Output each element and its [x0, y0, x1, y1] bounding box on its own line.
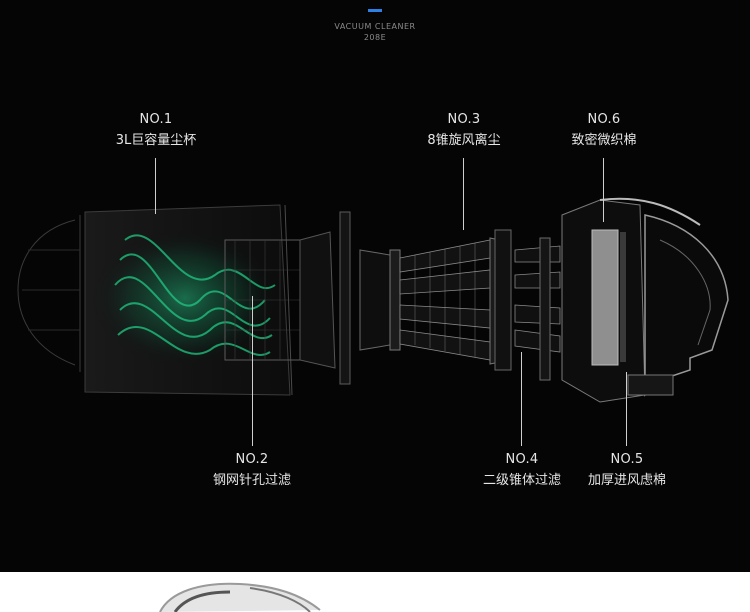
exploded-vacuum-illustration: [17, 197, 729, 403]
leader-line-2: [252, 296, 253, 446]
callout-5-desc: 加厚进风虑棉: [587, 473, 666, 488]
motor-handle-unit: [561, 197, 729, 403]
cone-filter-array: [359, 229, 561, 381]
callout-3: NO.3 8锥旋风离尘: [410, 112, 518, 148]
callout-6-desc: 致密微织棉: [571, 133, 637, 148]
callout-6: NO.6 致密微织棉: [548, 112, 660, 148]
callout-4-desc: 二级锥体过滤: [482, 473, 561, 488]
lower-product-panel: [0, 572, 750, 612]
product-hero: VACUUM CLEANER 208E: [17, 9, 729, 488]
callout-6-number: NO.6: [587, 112, 621, 127]
leader-line-4: [521, 352, 522, 446]
separator-disc: [339, 211, 351, 385]
callout-2-desc: 钢网针孔过滤: [212, 473, 291, 488]
fine-filter-cotton: [591, 229, 619, 366]
secondary-cone-ring: [494, 229, 512, 371]
callout-5-number: NO.5: [610, 452, 644, 467]
callout-5: NO.5 加厚进风虑棉: [568, 452, 686, 488]
callout-3-desc: 8锥旋风离尘: [427, 133, 501, 148]
callout-4-number: NO.4: [505, 452, 539, 467]
callout-1-desc: 3L巨容量尘杯: [115, 133, 197, 148]
leader-line-5: [626, 372, 627, 446]
accent-bar: [368, 9, 382, 12]
leader-line-3: [463, 158, 464, 230]
callout-2: NO.2 钢网针孔过滤: [194, 452, 310, 488]
product-model: 208E: [363, 33, 387, 42]
leader-line-6: [603, 158, 604, 222]
callout-1: NO.1 3L巨容量尘杯: [101, 112, 211, 148]
product-preview-image: [159, 582, 321, 612]
dust-cup-cap: [17, 215, 81, 372]
callout-3-number: NO.3: [447, 112, 481, 127]
callout-1-number: NO.1: [139, 112, 173, 127]
dust-cup: [84, 204, 336, 396]
product-title-line1: VACUUM CLEANER: [334, 22, 416, 31]
leader-line-1: [155, 158, 156, 214]
callout-4: NO.4 二级锥体过滤: [464, 452, 580, 488]
callout-2-number: NO.2: [235, 452, 269, 467]
